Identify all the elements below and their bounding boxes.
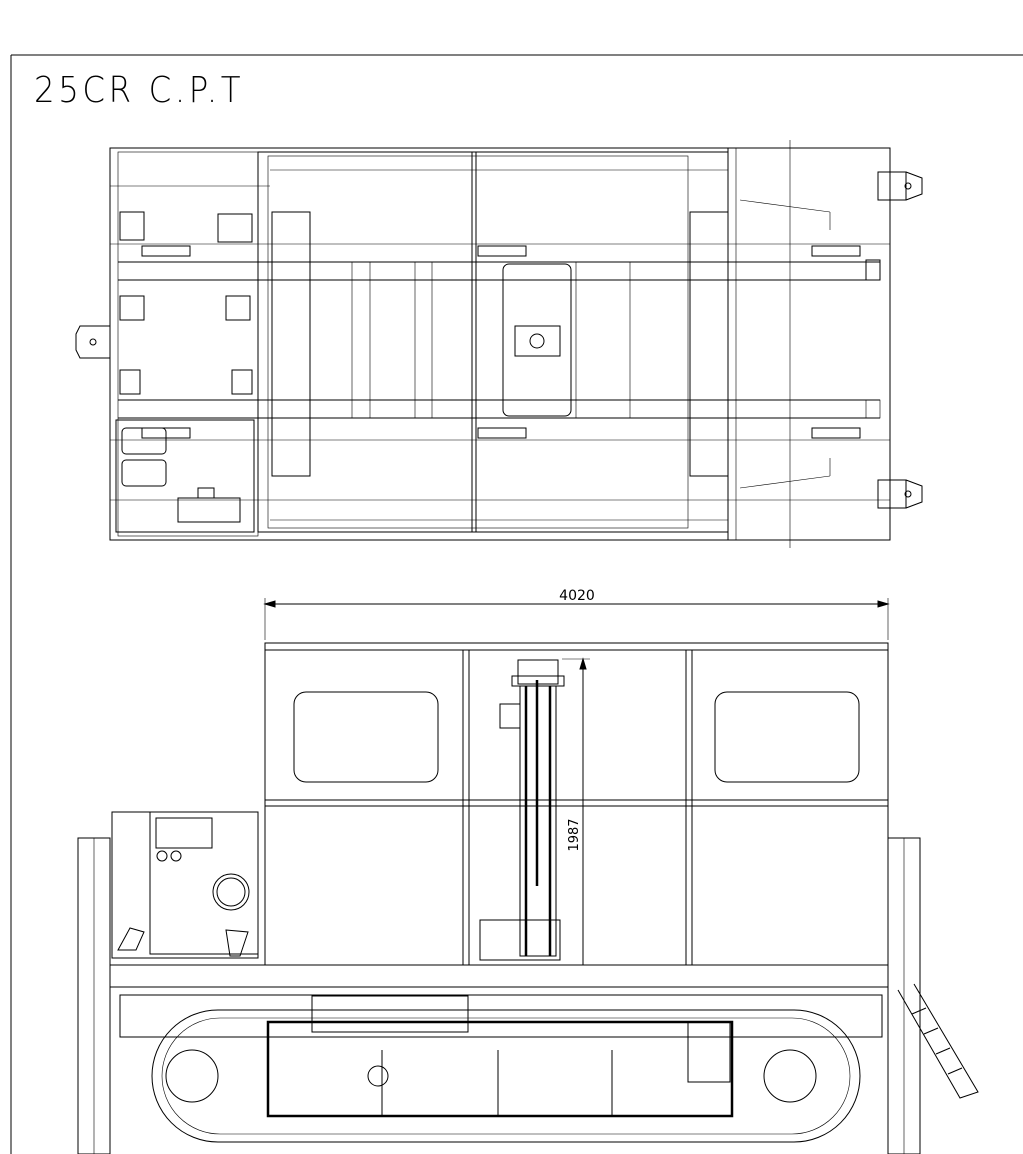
- width-dimension-label: 4020: [559, 588, 595, 604]
- sheet-border: [10, 54, 1023, 1154]
- generator-unit: [111, 811, 259, 959]
- width-dimension: [263, 598, 890, 640]
- ladder: [897, 983, 979, 1099]
- height-dimension-label: 1987: [567, 818, 582, 851]
- mast: [479, 659, 565, 961]
- top-view: [75, 140, 923, 548]
- side-view: [77, 598, 979, 1154]
- height-dimension: [562, 657, 590, 965]
- crawler-track: [151, 1009, 861, 1143]
- drawing-title: 25CR C.P.T: [34, 70, 245, 111]
